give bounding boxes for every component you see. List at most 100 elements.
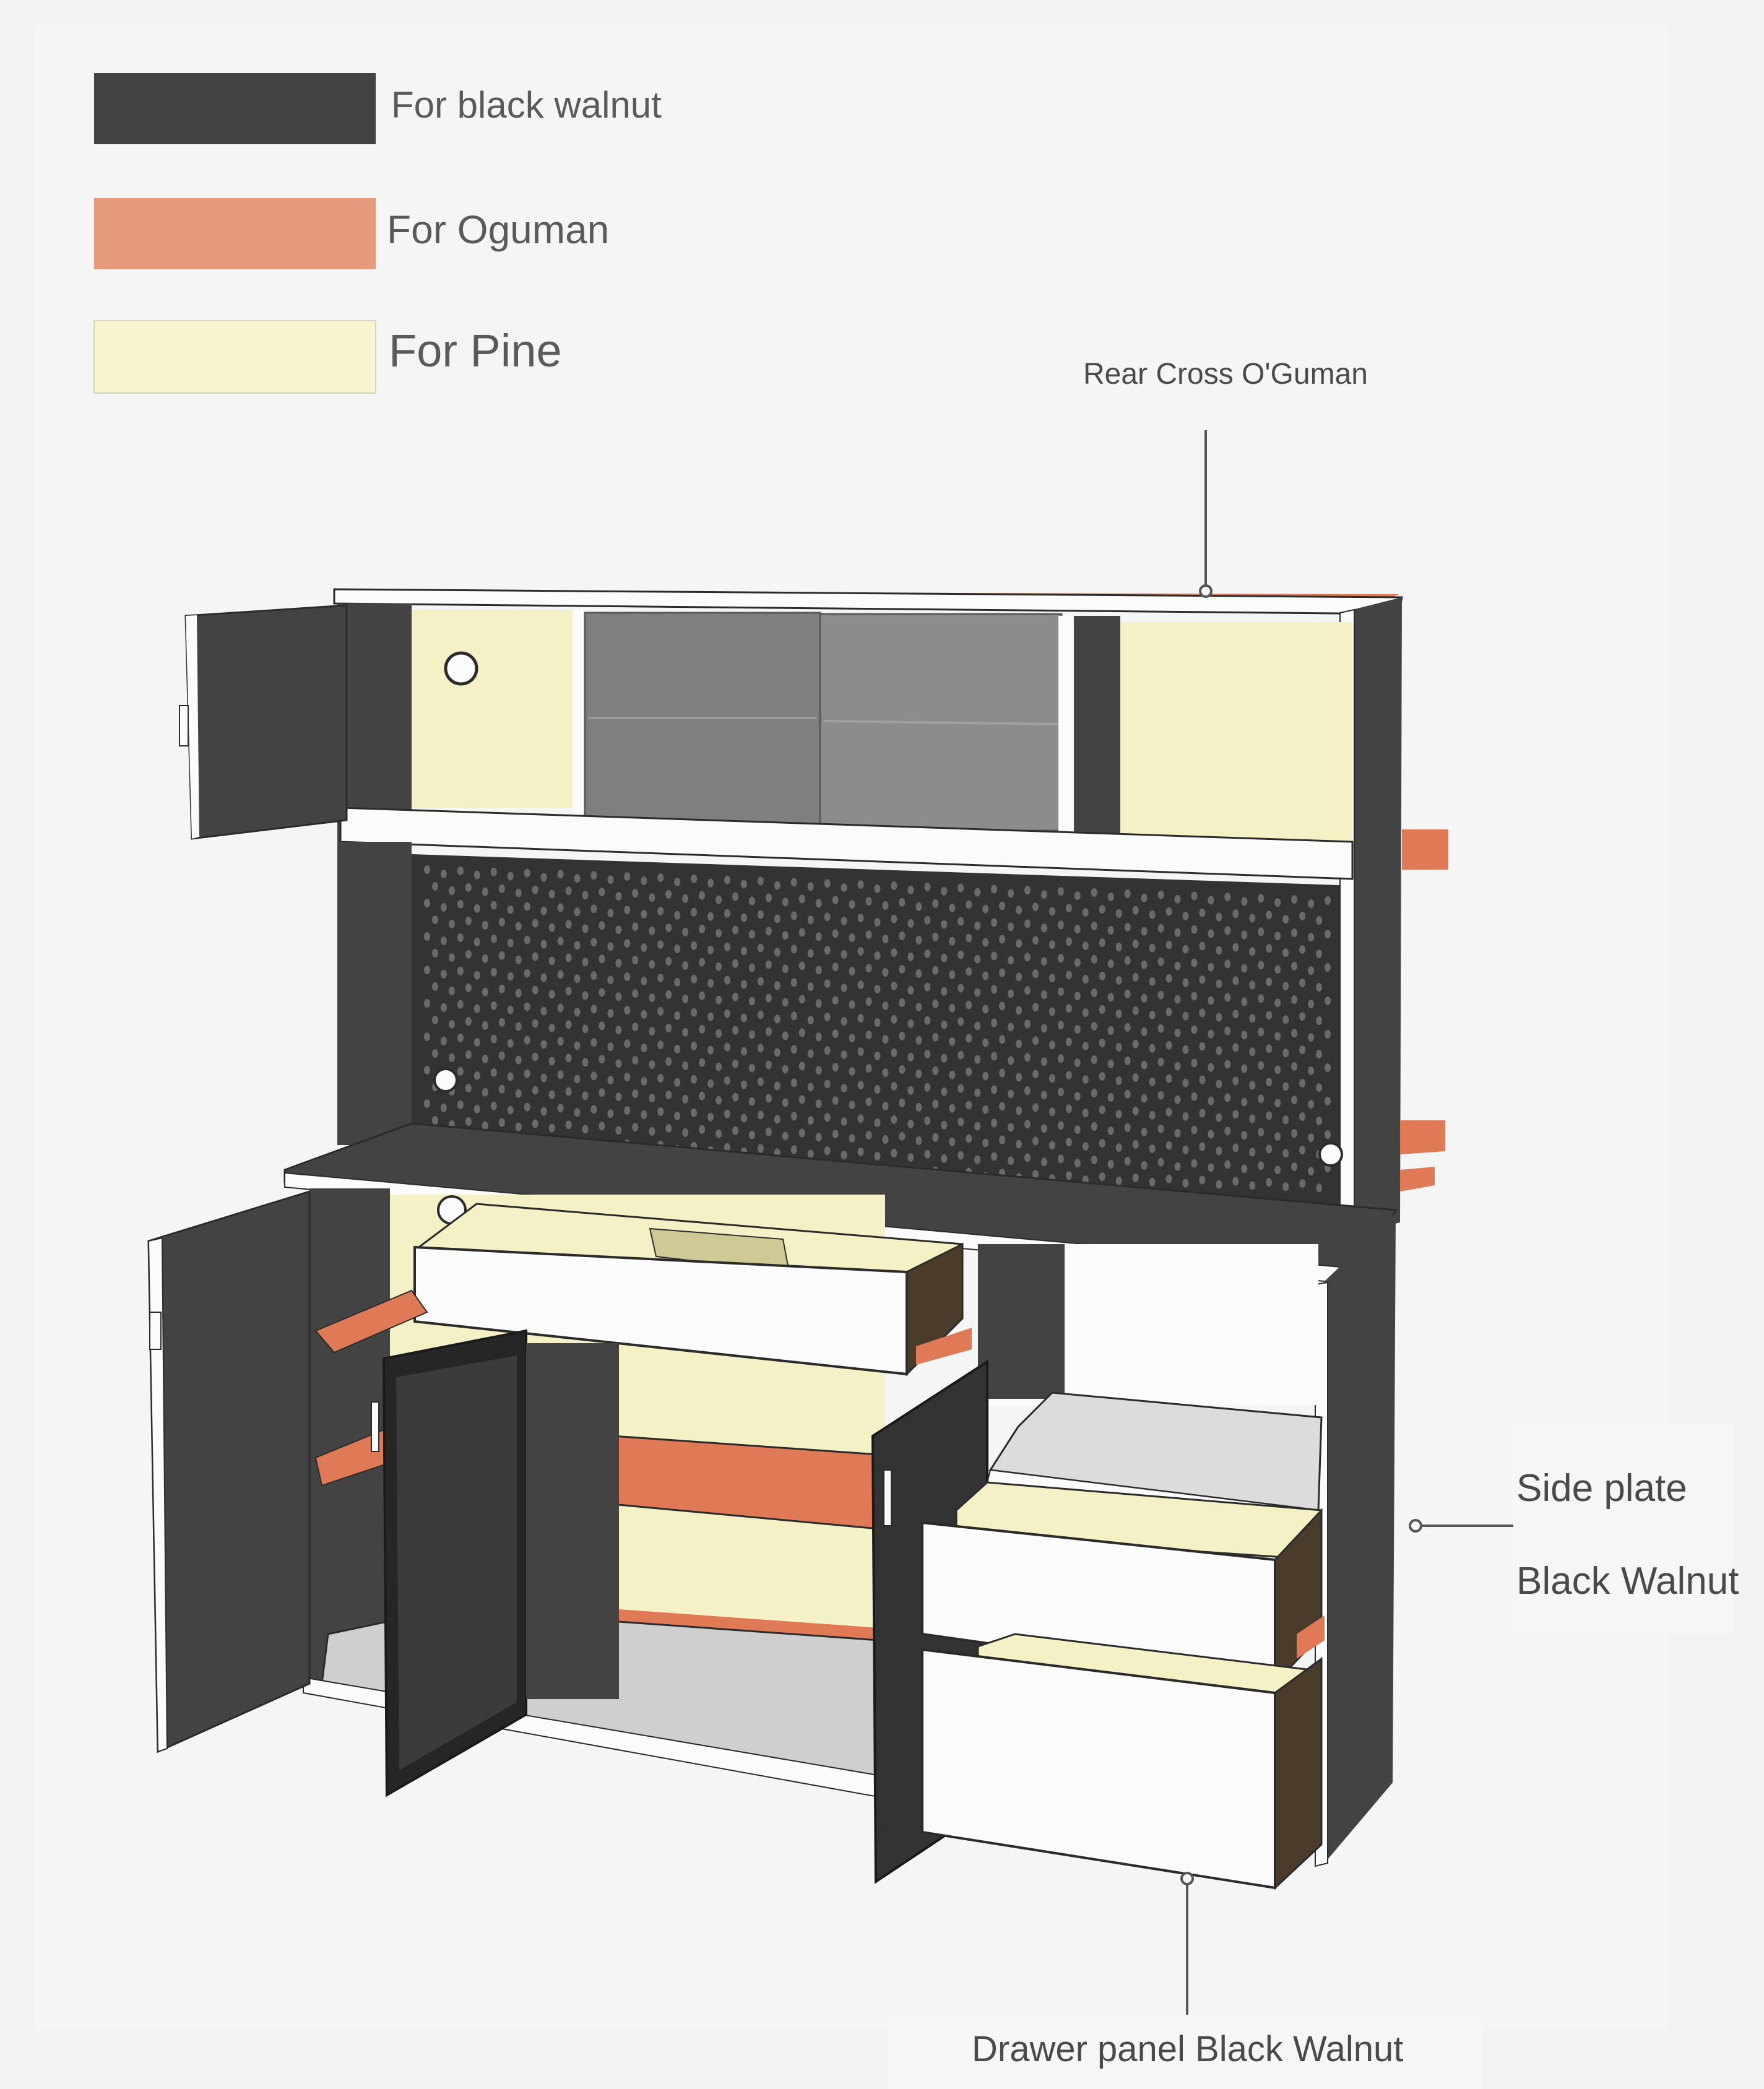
pegboard-hole [907,1086,914,1095]
pegboard-hole [1141,993,1148,1003]
pegboard-hole [974,988,981,997]
pegboard-hole [1191,1025,1198,1034]
pegboard-hole [682,1061,689,1070]
pegboard-hole [440,936,447,945]
pegboard-hole [857,1047,864,1057]
pegboard-hole [532,885,538,894]
pegboard-hole [540,1073,547,1083]
pegboard-hole [891,914,897,923]
pegboard-hole [740,913,747,922]
pegboard-hole [966,1067,972,1076]
callout-rear-cross: Rear Cross O'Guman [1083,358,1368,598]
pegboard-hole [424,899,430,907]
pegboard-holes [424,865,1331,1193]
pegboard-hole [807,1149,814,1159]
pegboard-hole [465,1016,472,1026]
pegboard-hole [582,958,589,967]
callout-pointer-icon [1409,1519,1422,1533]
pegboard-hole [1282,1115,1289,1125]
pegboard-hole [1182,945,1189,954]
pegboard-hole [907,1019,914,1028]
pegboard-hole [1149,943,1156,953]
pegboard-hole [1141,1060,1148,1070]
pegboard-hole [607,1042,614,1052]
pegboard-hole [891,1115,897,1124]
pegboard-hole [798,995,805,1004]
pegboard-hole [832,1063,839,1072]
pegboard-hole [1048,1074,1055,1083]
pegboard-hole [1258,994,1265,1003]
pegboard-hole [699,991,706,1000]
pegboard-hole [440,869,447,878]
pegboard-hole [841,1117,847,1127]
pegboard-hole [1274,965,1281,974]
pegboard-hole [565,953,572,962]
pegboard-hole [1132,1106,1139,1115]
pegboard-hole [774,881,780,890]
pegboard-hole [1291,995,1298,1005]
pegboard-hole [482,887,488,896]
pegboard-hole [532,1019,538,1028]
pegboard-hole [1048,1107,1055,1117]
pegboard-hole [1124,1023,1131,1032]
pegboard-hole [941,1020,948,1029]
pegboard-hole [865,1097,872,1107]
pegboard-hole [599,954,605,964]
pegboard-hole [524,1036,530,1045]
pegboard-hole [1174,995,1181,1004]
pegboard-hole [1074,1125,1081,1135]
pegboard-hole [440,902,447,912]
pegboard-hole [1048,974,1055,983]
pegboard-hole [1316,949,1323,959]
pegboard-hole [599,1021,605,1031]
pegboard-hole [1074,1058,1081,1068]
door-hinge-icon [179,705,189,746]
pegboard-hole [1266,1111,1273,1120]
pegboard-hole [757,910,764,919]
pegboard-hole [765,1060,772,1070]
pegboard-hole [699,1091,706,1101]
pegboard-hole [1274,932,1281,941]
pegboard-hole [1199,1008,1206,1018]
pegboard-hole [557,903,564,912]
pegboard-hole [832,1096,839,1105]
pegboard-hole [707,945,714,954]
pegboard-hole [1191,992,1198,1001]
pegboard-hole [1325,963,1331,972]
pegboard-hole [1232,1177,1239,1186]
pegboard-hole [765,1127,772,1136]
pegboard-hole [432,1116,438,1125]
pegboard-hole [457,1000,464,1009]
pegboard-hole [740,980,747,989]
pegboard-hole [1024,1053,1031,1062]
pegboard-hole [1224,1093,1231,1102]
pegboard-hole [1232,1110,1239,1119]
pegboard-hole [507,1105,514,1115]
pegboard-hole [974,954,981,964]
pegboard-hole [857,1014,864,1023]
pegboard-hole [473,1104,480,1114]
pegboard-hole [624,1039,631,1049]
pegboard-hole [565,1087,572,1096]
pegboard-hole [532,919,538,928]
pegboard-hole [891,881,897,890]
pegboard-hole [1165,1007,1172,1016]
pegboard-hole [1024,986,1031,995]
door-handle-icon [371,1401,379,1452]
pegboard-hole [982,1105,989,1114]
pegboard-hole [765,960,772,969]
pegboard-hole [657,974,664,982]
pegboard-hole [958,984,964,993]
pegboard-hole [1065,1104,1072,1114]
pegboard-hole [1258,1128,1265,1137]
pegboard-hole [798,1095,805,1104]
pegboard-hole [1224,893,1231,902]
pegboard-hole [1232,1143,1239,1153]
pegboard-hole [582,1058,589,1067]
pegboard-hole [1299,1146,1306,1155]
pegboard-hole [574,974,581,984]
pegboard-hole [1174,1128,1181,1138]
pegboard-hole [1316,983,1323,992]
pegboard-hole [1282,1149,1289,1158]
